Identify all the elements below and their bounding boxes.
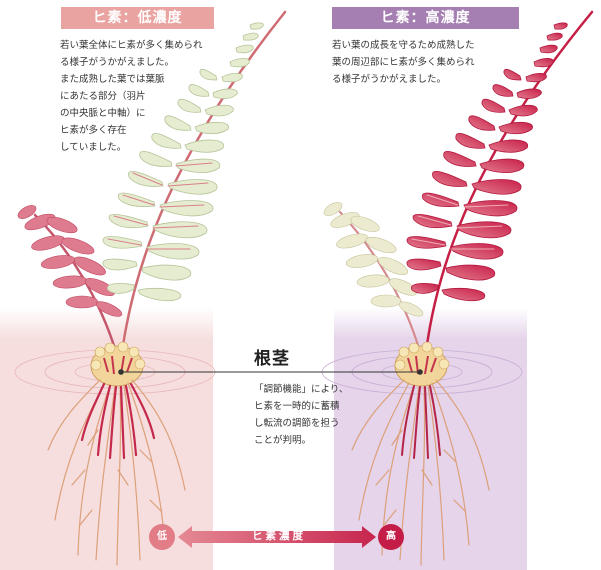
left-rhizome — [91, 342, 145, 386]
desc-line: また成熟した葉では葉脈 — [60, 71, 203, 88]
desc-line: 若い葉の成長を守るため成熟した — [332, 37, 475, 54]
desc-line: していました。 — [60, 139, 203, 156]
low-concentration-marker: 低 — [149, 524, 175, 550]
desc-line: 葉の周辺部にヒ素が多く集められ — [332, 54, 475, 71]
high-concentration-label: ヒ素：高濃度 — [332, 7, 519, 29]
desc-line: ヒ素が多く存在 — [60, 122, 203, 139]
function-line: ヒ素を一時的に蓄積 — [254, 398, 348, 415]
function-line: 「調節機能」により、 — [254, 381, 348, 398]
low-concentration-description: 若い葉全体にヒ素が多く集められ る様子がうかがえました。 また成熟した葉では葉脈… — [60, 37, 203, 156]
desc-line: る様子がうかがえました。 — [60, 54, 203, 71]
high-concentration-marker: 高 — [378, 524, 404, 550]
desc-line: 若い葉全体にヒ素が多く集められ — [60, 37, 203, 54]
connector-dot-right — [417, 369, 423, 375]
connector-dot-left — [118, 369, 124, 375]
desc-line: にあたる部分（羽片 — [60, 88, 203, 105]
rhizome-function-text: 「調節機能」により、 ヒ素を一時的に蓄積 し転流の調節を担う ことが判明。 — [254, 381, 348, 449]
desc-line: の中央脈と中軸）に — [60, 105, 203, 122]
function-line: ことが判明。 — [254, 432, 348, 449]
right-rhizome — [395, 342, 449, 386]
rhizome-title: 根茎 — [254, 344, 290, 369]
low-concentration-label: ヒ素：低濃度 — [61, 7, 214, 29]
high-concentration-description: 若い葉の成長を守るため成熟した 葉の周辺部にヒ素が多く集められ る様子がうかがえ… — [332, 37, 475, 88]
function-line: し転流の調節を担う — [254, 415, 348, 432]
arsenic-concentration-scale-label: ヒ素濃度 — [190, 526, 368, 546]
desc-line: る様子がうかがえました。 — [332, 71, 475, 88]
